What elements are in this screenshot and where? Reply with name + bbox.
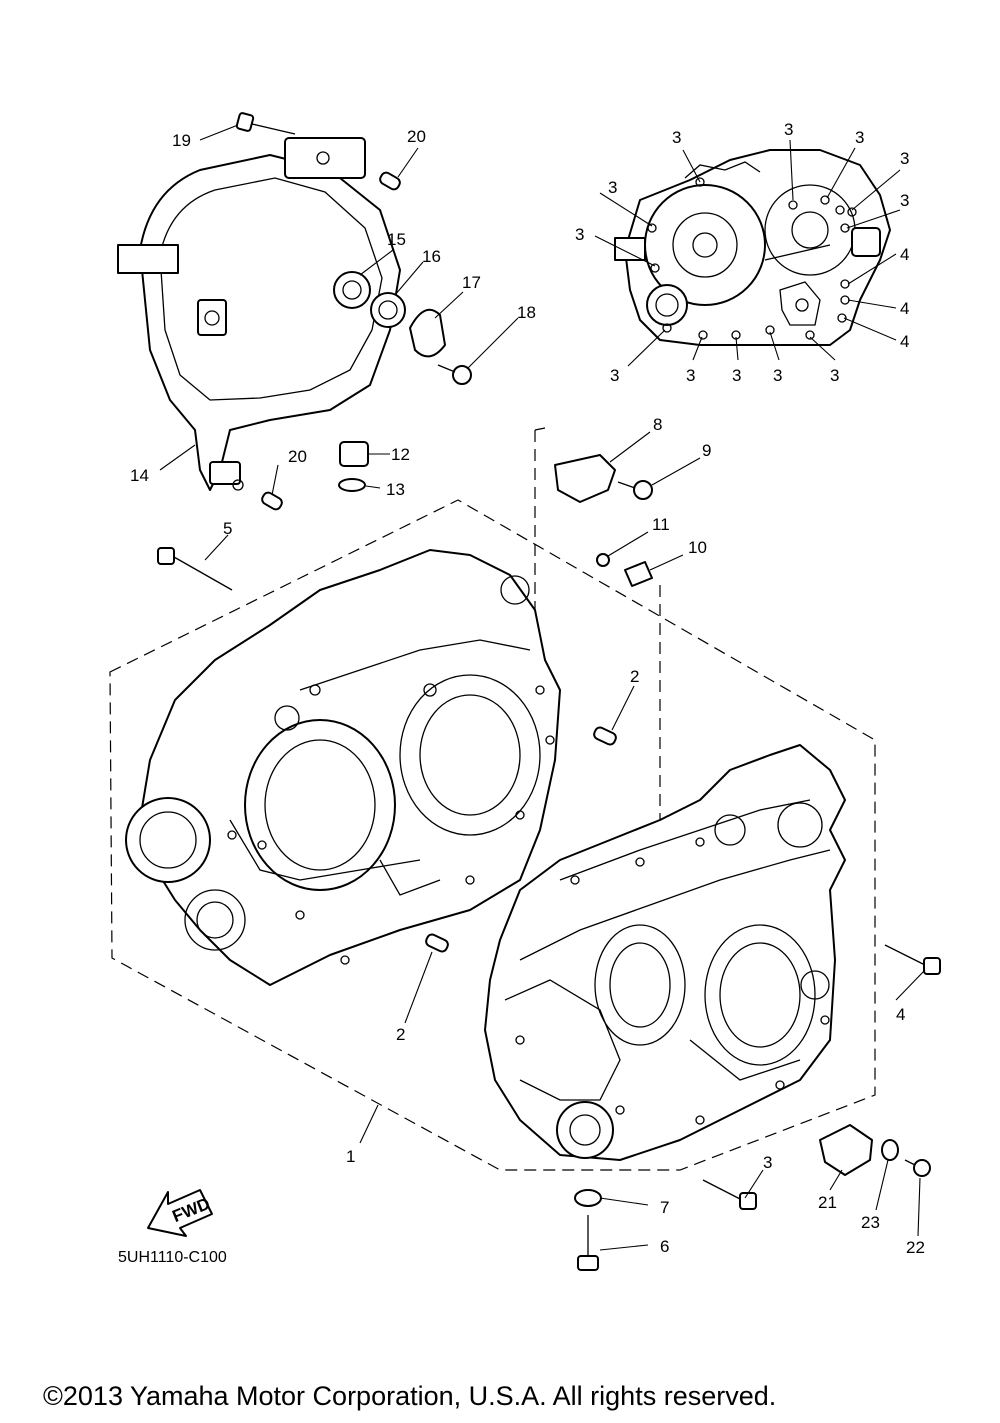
bolt-part-19 [235,112,296,135]
callout-4-b: 4 [900,299,909,318]
cover-part-21 [819,1124,873,1176]
callout-3-b4: 3 [830,366,839,385]
bolt-part-9 [617,480,653,500]
copyright-notice: ©2013 Yamaha Motor Corporation, U.S.A. A… [43,1381,776,1411]
callout-16: 16 [422,247,441,266]
bearing-part-15 [333,271,371,309]
callout-20-lower: 20 [288,447,307,466]
callout-7: 7 [660,1198,669,1217]
dowel-pin-part-20-lower [261,491,283,511]
callout-10: 10 [688,538,707,557]
clip-part-10 [624,561,653,587]
callout-3-tl: 3 [672,128,681,147]
dowel-pin-part-20-upper [379,171,401,191]
callout-20-upper: 20 [407,127,426,146]
assembly-dashed-outlines [109,427,876,1171]
callout-labels: 19 20 15 16 17 18 20 12 13 14 5 8 9 11 1… [130,120,925,1257]
callout-13: 13 [386,480,405,499]
leader-lines [159,124,926,1251]
callout-3-b2: 3 [732,366,741,385]
callout-4-lower: 4 [896,1005,905,1024]
callout-3-b3: 3 [773,366,782,385]
callout-2-lower: 2 [396,1025,405,1044]
plug-part-12 [339,441,369,467]
bolt-part-6 [577,1215,599,1271]
callout-15: 15 [387,230,406,249]
callout-5: 5 [223,519,232,538]
gasket-part-23 [881,1139,899,1161]
callout-4-a: 4 [900,245,909,264]
fan-shroud-part-14 [117,137,401,491]
bracket-part-8 [554,454,616,503]
dowel-pin-part-2-lower [425,933,449,953]
right-crankcase-half [484,744,846,1161]
callout-3-l1: 3 [608,178,617,197]
callout-6: 6 [660,1237,669,1256]
callout-3-t: 3 [784,120,793,139]
dowel-pin-part-2-upper [593,726,617,746]
callout-3-tr2: 3 [900,149,909,168]
callout-23: 23 [861,1213,880,1232]
callout-19: 19 [172,131,191,150]
screw-part-11 [596,553,610,567]
fwd-arrow-icon: FWD [147,1189,213,1237]
callout-8: 8 [653,415,662,434]
callout-21: 21 [818,1193,837,1212]
bolt-part-4 [884,944,941,975]
callout-2-upper: 2 [630,667,639,686]
bolt-part-5 [157,547,233,591]
diagram-code: 5UH1110-C100 [118,1249,227,1266]
callout-3-bl: 3 [610,366,619,385]
callout-3-l2: 3 [575,225,584,244]
washer-part-7 [574,1189,602,1207]
callout-3-r: 3 [900,191,909,210]
callout-14: 14 [130,466,149,485]
bolt-part-22 [904,1159,931,1177]
screw-part-18 [437,364,472,385]
callout-9: 9 [702,441,711,460]
callout-12: 12 [391,445,410,464]
callout-4-c: 4 [900,332,909,351]
callout-1: 1 [346,1147,355,1166]
oil-seal-part-16 [370,292,406,328]
assembled-crankcase-side-view [614,149,891,346]
callout-11: 11 [652,515,670,534]
left-crankcase-half [125,549,561,986]
bolt-part-3-lower [702,1179,757,1210]
plate-part-17 [409,308,446,358]
callout-3-lower: 3 [763,1153,772,1172]
callout-3-b1: 3 [686,366,695,385]
gasket-part-13 [338,478,366,492]
callout-17: 17 [462,273,481,292]
callout-18: 18 [517,303,536,322]
callout-3-tr1: 3 [855,128,864,147]
callout-22: 22 [906,1238,925,1257]
